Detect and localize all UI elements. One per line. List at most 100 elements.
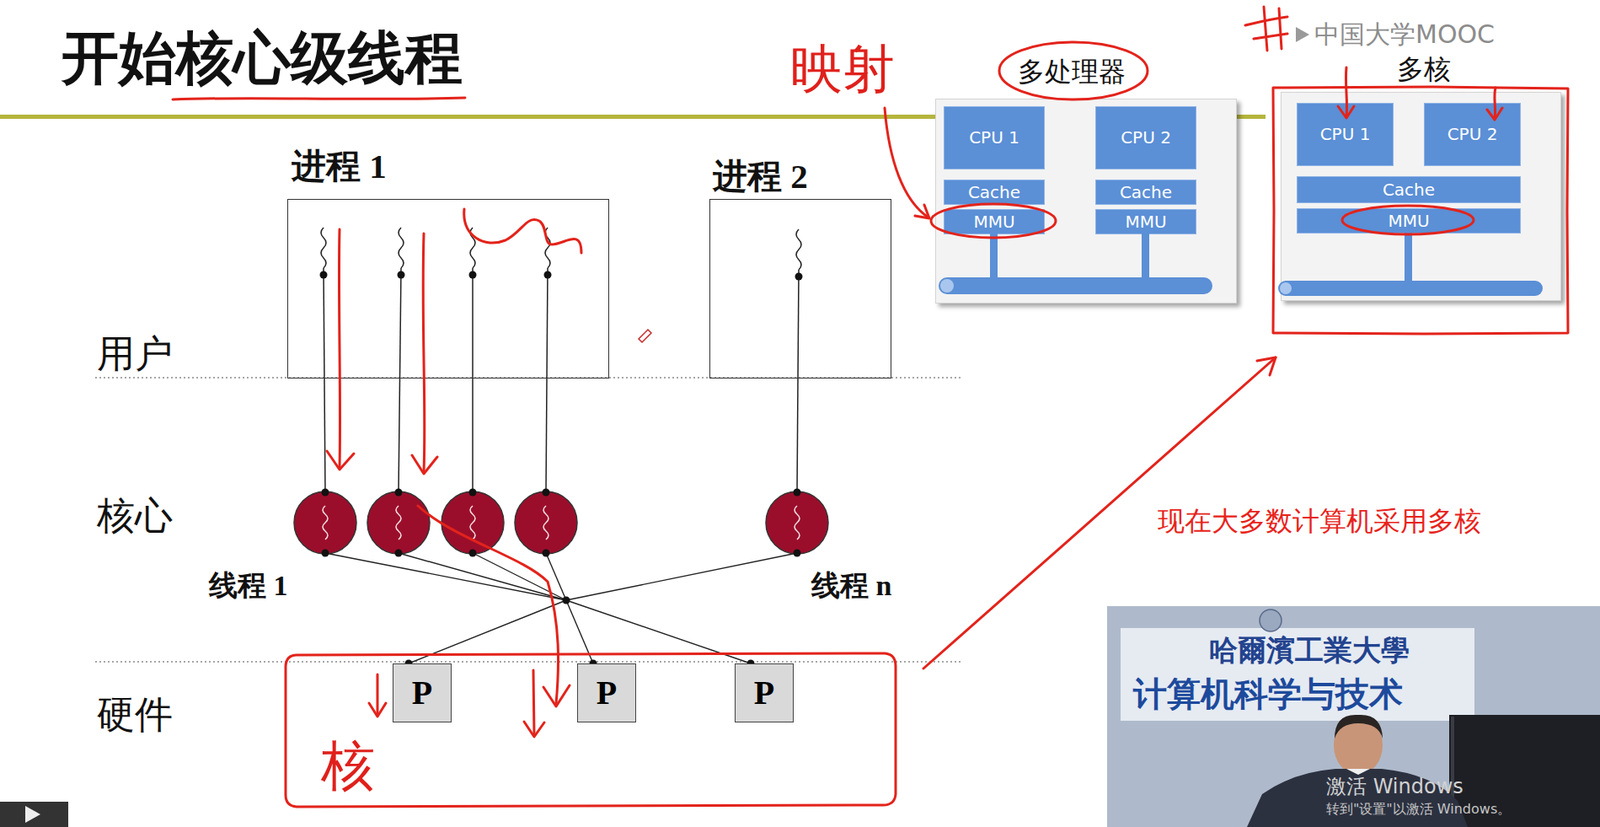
handwritten-frame — [1273, 86, 1568, 334]
handwritten-circle — [1342, 205, 1474, 235]
thread-dot — [321, 488, 330, 497]
handwritten-underline — [172, 97, 466, 100]
hub-dot — [562, 596, 571, 605]
handwritten-arrowhead — [1257, 357, 1276, 375]
video-banner — [1120, 627, 1475, 721]
thread-dot — [795, 272, 803, 281]
thread-mapping — [797, 269, 799, 493]
pen-cursor — [638, 329, 652, 343]
cpu-box: CPU 1 — [943, 106, 1045, 170]
kernel-thread — [765, 491, 829, 554]
node-heading: 多核 — [1396, 53, 1451, 86]
thread-dot — [793, 549, 802, 557]
bus-stub — [989, 233, 998, 279]
scheduler-line — [545, 552, 567, 600]
thread-mapping — [545, 267, 548, 493]
note-text: 现在大多数计算机采用多核 — [1157, 505, 1482, 537]
kernel-thread — [294, 491, 357, 554]
node-label: MMU — [1387, 211, 1429, 231]
presenter-suit — [1246, 768, 1468, 827]
slide-title: 开始核心级线程 — [61, 26, 463, 91]
process-box: 进程 2 — [709, 198, 892, 379]
kernel-thread-wave — [322, 505, 328, 540]
thread-dot — [395, 488, 403, 497]
play-button — [0, 801, 69, 827]
bus-stub — [1404, 232, 1413, 282]
node-label: P — [596, 673, 617, 712]
cpu-box: CPU 1 — [1296, 102, 1394, 166]
layer-label: 硬件 — [96, 693, 173, 738]
handwritten-arrow — [1345, 67, 1347, 117]
bus-cap — [940, 278, 954, 293]
system-bus — [938, 277, 1213, 295]
handwritten-arrow — [422, 233, 425, 472]
system-bus — [1278, 280, 1543, 296]
thread-mapping — [398, 267, 402, 493]
handwritten-arrow — [884, 107, 929, 218]
thread-dot — [469, 549, 477, 557]
node-label: Cache — [1382, 180, 1435, 200]
video-background — [1107, 605, 1600, 827]
kernel-thread-wave — [794, 505, 800, 540]
handwritten-frame — [285, 652, 896, 807]
handwritten-arrowhead — [326, 450, 354, 470]
handwritten-arrow — [376, 674, 380, 715]
kernel-thread — [441, 491, 504, 554]
bus-stub — [1141, 233, 1150, 279]
handwritten-arrowhead — [369, 702, 386, 717]
cache-box: Cache — [1095, 179, 1197, 205]
university-logo — [1259, 609, 1282, 632]
os-watermark: 激活 Windows — [1326, 775, 1464, 799]
node-label: P — [754, 673, 775, 712]
department-name: 计算机科学与技术 — [1133, 674, 1403, 713]
play-icon — [25, 805, 41, 823]
node-label: CPU 2 — [1447, 124, 1499, 145]
handwritten-arrowhead — [1487, 107, 1503, 120]
node-label: CPU 2 — [1120, 128, 1172, 148]
node-label: MMU — [973, 212, 1015, 232]
kernel-thread-wave — [470, 505, 476, 540]
thread-mapping — [471, 267, 474, 493]
thread-dot — [469, 488, 477, 497]
node-label: CPU 1 — [1320, 124, 1371, 145]
node-heading: 多处理器 — [1017, 56, 1126, 88]
user-thread — [796, 229, 802, 270]
thread-mapping — [323, 267, 326, 493]
scheduler-line — [566, 552, 798, 600]
handwritten-arrow — [338, 229, 340, 468]
kernel-thread-wave — [543, 505, 549, 540]
watermark: 中国大学MOOC — [1314, 20, 1495, 50]
handwritten-arrowhead — [1337, 106, 1354, 118]
handwritten-circle — [999, 42, 1148, 100]
handwritten-note: 核 — [321, 738, 375, 792]
handwritten-scribble — [464, 208, 582, 253]
thread-dot — [542, 549, 551, 557]
handwritten-scribble — [1245, 6, 1288, 51]
cpu-box: CPU 2 — [1095, 106, 1197, 170]
mmu-box: MMU — [943, 208, 1045, 235]
node-heading: 进程 2 — [712, 156, 809, 197]
level-divider — [95, 660, 963, 663]
multicore-panel: 多核CPU 1CPU 2CacheMMU — [1280, 91, 1562, 301]
thread-label: 线程 n — [811, 568, 892, 602]
process-box: 进程 1 — [287, 198, 610, 379]
handwritten-arrow — [1494, 87, 1496, 118]
mmu-box: MMU — [1296, 208, 1521, 234]
scheduler-line — [325, 552, 567, 600]
node-label: Cache — [968, 182, 1021, 203]
handwritten-arrowhead — [543, 684, 570, 707]
handwritten-arrow — [533, 669, 535, 735]
handwritten-arrow — [923, 357, 1276, 669]
user-thread — [321, 227, 327, 268]
presenter-hair — [1334, 714, 1383, 739]
scheduler-line — [472, 552, 567, 600]
handwritten-note: 映射 — [790, 38, 895, 99]
multiprocessor-panel: 多处理器CPU 1CacheMMUCPU 2CacheMMU — [935, 98, 1237, 304]
thread-dot — [320, 271, 328, 279]
university-name: 哈爾濱工業大學 — [1209, 633, 1410, 667]
thread-dot — [544, 271, 552, 279]
thread-dot — [321, 549, 330, 557]
handwritten-arrowhead — [412, 454, 438, 474]
node-heading: 进程 1 — [291, 146, 387, 187]
node-label: CPU 1 — [968, 128, 1020, 148]
